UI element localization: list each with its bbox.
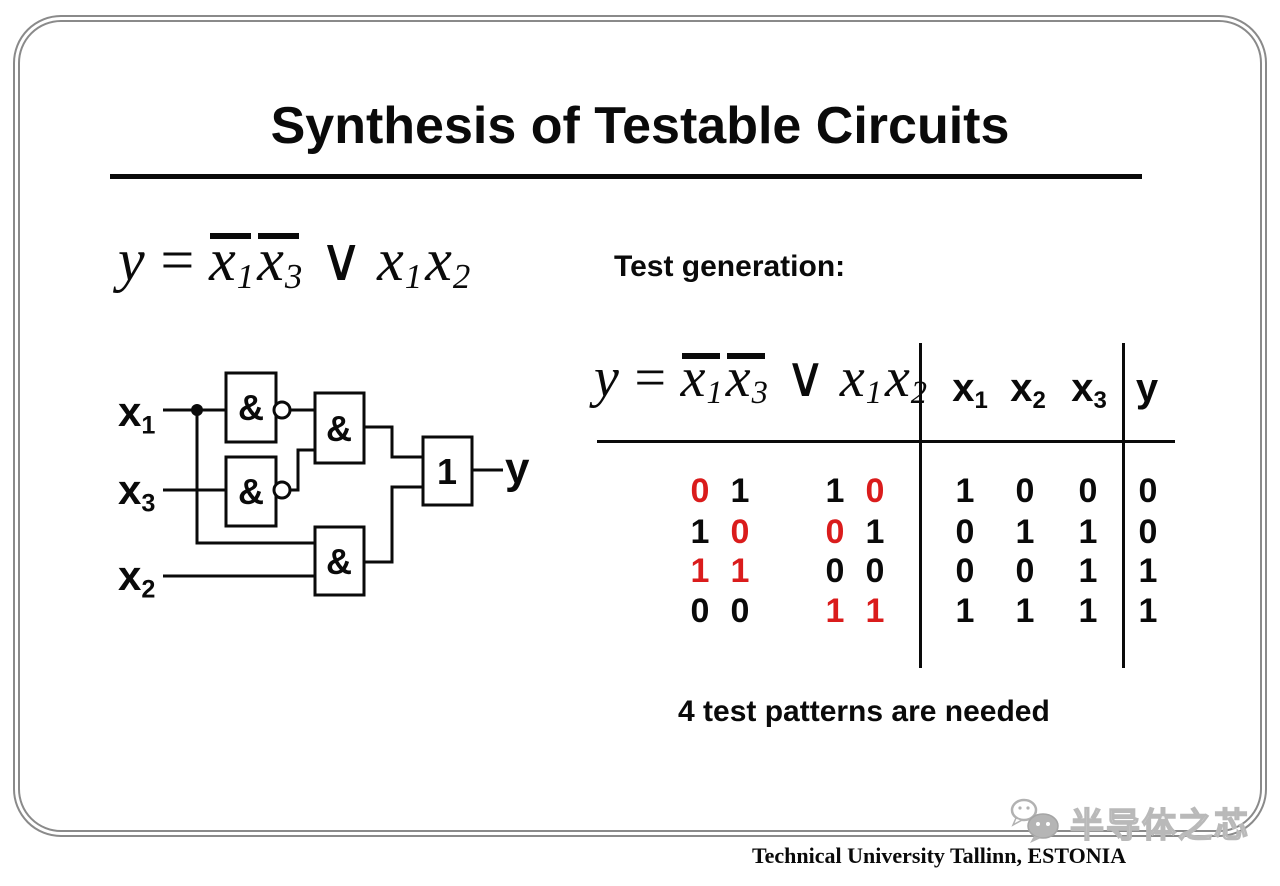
cell: 1 [955,592,975,630]
table-header-formula: y=x1x3∨x1x2 [594,345,930,410]
cell: 1 [1138,592,1158,630]
col-header-x1: x1 [952,366,988,415]
equals-sign: = [156,227,198,293]
term-not-x3: x3 [725,347,768,412]
cell: 1 [1078,513,1098,551]
output-label-y: y [505,444,530,493]
cell: 0 [730,592,750,630]
and-gate-lower [313,525,366,597]
cell: 0 [1138,513,1158,551]
gate-label-or: 1 [437,451,457,492]
or-operator: ∨ [319,227,364,293]
cell: 1 [690,552,710,590]
branch-dot [191,404,203,416]
cell: 0 [865,552,885,590]
cell: 0 [1138,472,1158,510]
and-gate-upper [313,391,366,465]
test-patterns-note: 4 test patterns are needed [678,695,1050,728]
term-not-x1: x1 [209,227,255,296]
watermark: 半导体之芯 [1008,797,1250,847]
cell: 1 [955,472,975,510]
gate-label-nand-top: & [238,387,264,428]
input-label-x1: x1 [118,388,156,440]
cell: 0 [730,513,750,551]
input-label-x3: x3 [118,466,156,518]
watermark-text: 半导体之芯 [1069,805,1250,846]
chat-bubbles-icon [1010,798,1059,843]
term-not-x1: x1 [680,347,723,412]
gate-label-and-lower: & [326,541,352,582]
cell: 1 [825,472,845,510]
cell: 1 [1078,552,1098,590]
cell: 1 [1138,552,1158,590]
table-divider-left [919,343,922,668]
cell: 1 [1015,513,1035,551]
wire-x1-branch [195,410,315,545]
cell: 1 [1078,592,1098,630]
wire-inv2-to-and [290,448,315,492]
boolean-formula: y=x1x3∨x1x2 [118,225,473,295]
cell: 1 [825,592,845,630]
wire-and2-to-or [364,485,423,564]
cell: 1 [1015,592,1035,630]
cell: 1 [865,592,885,630]
or-gate [421,435,474,507]
or-operator: ∨ [784,347,826,409]
wire-and1-to-or [364,425,423,459]
col-header-x2: x2 [1010,366,1046,415]
cell: 0 [1078,472,1098,510]
cell: 1 [690,513,710,551]
gate-label-and-upper: & [326,408,352,449]
table-row: 0 1 1 0 1 0 0 0 [0,472,1280,512]
cell: 1 [730,552,750,590]
table-divider-right [1122,343,1125,668]
inverter-bubble-top [272,400,292,420]
cell: 0 [955,513,975,551]
cell: 1 [730,472,750,510]
cell: 0 [825,513,845,551]
test-generation-label: Test generation: [614,250,846,283]
term-x2: x2 [884,347,927,409]
circuit-diagram: & & & & 1 [163,371,503,597]
table-row: 0 0 1 1 1 1 1 1 [0,592,1280,632]
nand-gate-top [224,371,278,444]
col-header-y: y [1135,366,1159,410]
term-x2: x2 [425,227,471,296]
nand-gate-middle [224,455,278,528]
table-header-rule [597,440,1175,443]
cell: 0 [825,552,845,590]
cell: 0 [690,472,710,510]
page-title: Synthesis of Testable Circuits [270,97,1010,155]
cell: 0 [955,552,975,590]
table-row: 1 1 0 0 0 0 1 1 [0,552,1280,592]
cell: 0 [865,472,885,510]
table-row: 1 0 0 1 0 1 1 0 [0,513,1280,553]
cell: 0 [690,592,710,630]
term-x1: x1 [377,227,423,296]
term-x1: x1 [839,347,882,412]
title-underline [110,174,1142,179]
footer-text: Technical University Tallinn, ESTONIA [752,843,1127,868]
circuit-wires [163,408,503,578]
cell: 0 [1015,472,1035,510]
cell: 1 [865,513,885,551]
col-header-x3: x3 [1071,366,1107,415]
formula-lhs: y [118,227,145,293]
cell: 0 [1015,552,1035,590]
slide-border [13,15,1267,837]
input-label-x2: x2 [118,552,156,604]
gate-label-nand-middle: & [238,471,264,512]
term-not-x3: x3 [257,227,303,296]
inverter-bubble-middle [272,480,292,500]
